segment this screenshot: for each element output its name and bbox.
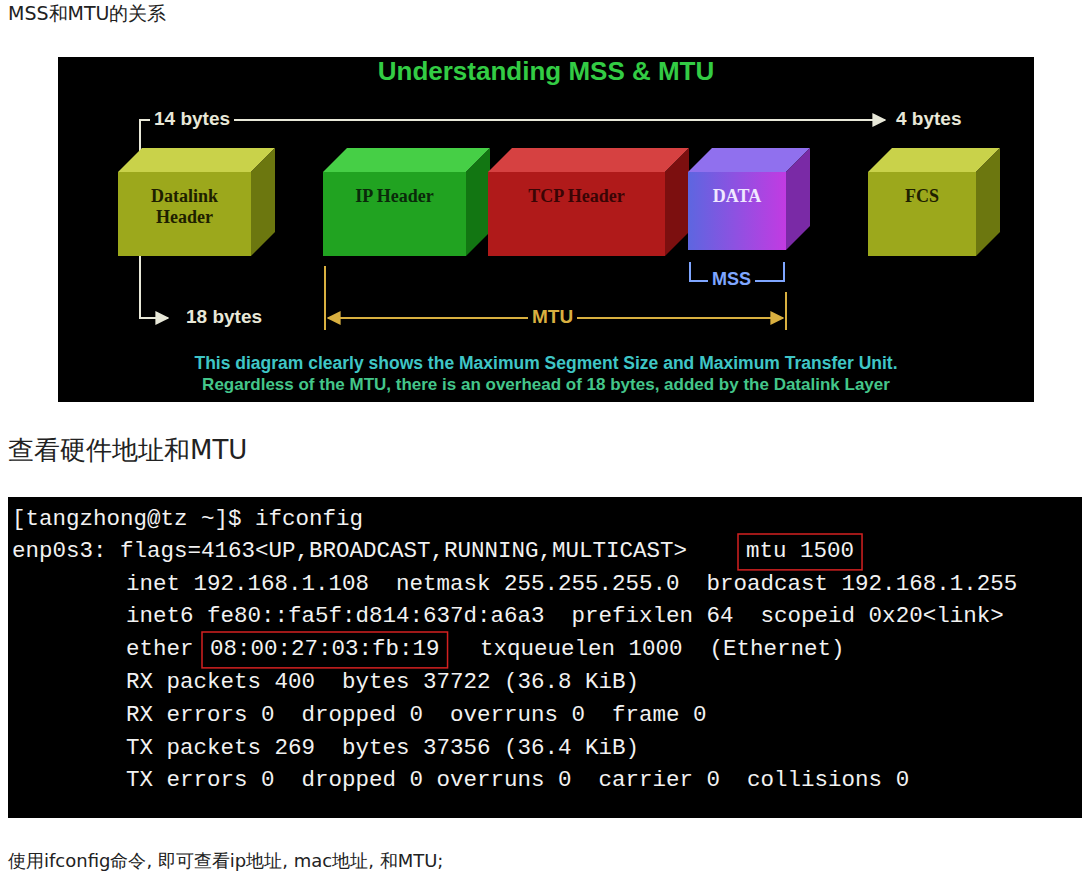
image-caption: This diagram clearly shows the Maximum S…: [58, 353, 1034, 373]
mtu-bracket: [325, 266, 786, 330]
tcp-header-box: TCP Header: [488, 172, 665, 256]
fcs-box: FCS: [868, 172, 976, 256]
terminal-text: inet6 fe80::fa5f:d814:637d:a6a3 prefixle…: [126, 604, 1004, 630]
terminal-text: TX packets 269 bytes 37356 (36.4 KiB): [126, 736, 639, 762]
terminal-text: txqueuelen 1000 (Ethernet): [480, 637, 845, 663]
box-top-face: [488, 148, 689, 172]
box-label: IP Header: [329, 186, 460, 207]
terminal-text: mtu 1500: [746, 539, 854, 565]
terminal-text: ether: [126, 637, 194, 663]
box-side-face: [251, 148, 275, 256]
box-top-face: [118, 148, 275, 172]
terminal-text: [tangzhong@tz ~]$ ifconfig: [12, 507, 363, 533]
box-label: DATA: [694, 186, 780, 207]
ip-header-box: IP Header: [323, 172, 466, 256]
terminal-text: enp0s3: flags=4163<UP,BROADCAST,RUNNING,…: [12, 539, 687, 565]
box-side-face: [466, 148, 490, 256]
terminal-text: TX errors 0 dropped 0 overruns 0 carrier…: [126, 768, 909, 794]
body-text: 使用ifconfig命令, 即可查看ip地址, mac地址, 和MTU;: [8, 851, 443, 872]
highlight-box: [202, 632, 448, 668]
box-label: Datalink Header: [124, 186, 245, 227]
highlight-box: [738, 534, 862, 570]
box-side-face: [976, 148, 1000, 256]
byte-label: 18 bytes: [182, 306, 266, 328]
box-label: TCP Header: [494, 186, 659, 207]
terminal-ground: [8, 497, 1082, 818]
box-label: FCS: [874, 186, 970, 207]
page-title: MSS和MTU的关系: [8, 3, 166, 25]
mss-label: MSS: [708, 269, 755, 290]
terminal-text: RX errors 0 dropped 0 overruns 0 frame 0: [126, 703, 707, 729]
byte-label: 4 bytes: [892, 108, 965, 130]
section-heading: 查看硬件地址和MTU: [8, 436, 247, 466]
box-top-face: [323, 148, 490, 172]
box-side-face: [665, 148, 689, 256]
image-title: Understanding MSS & MTU: [58, 57, 1034, 87]
byte-label: 14 bytes: [150, 108, 234, 130]
data-box: DATA: [688, 172, 786, 250]
image-caption: Regardless of the MTU, there is an overh…: [58, 375, 1034, 395]
terminal-text: 08:00:27:03:fb:19: [210, 637, 440, 663]
mtu-label: MTU: [528, 306, 577, 328]
image-ground: [58, 57, 1034, 402]
terminal-text: inet 192.168.1.108 netmask 255.255.255.0…: [126, 572, 1017, 598]
box-side-face: [786, 148, 810, 250]
terminal-text: RX packets 400 bytes 37722 (36.8 KiB): [126, 670, 639, 696]
datalink-header-box: Datalink Header: [118, 172, 251, 256]
